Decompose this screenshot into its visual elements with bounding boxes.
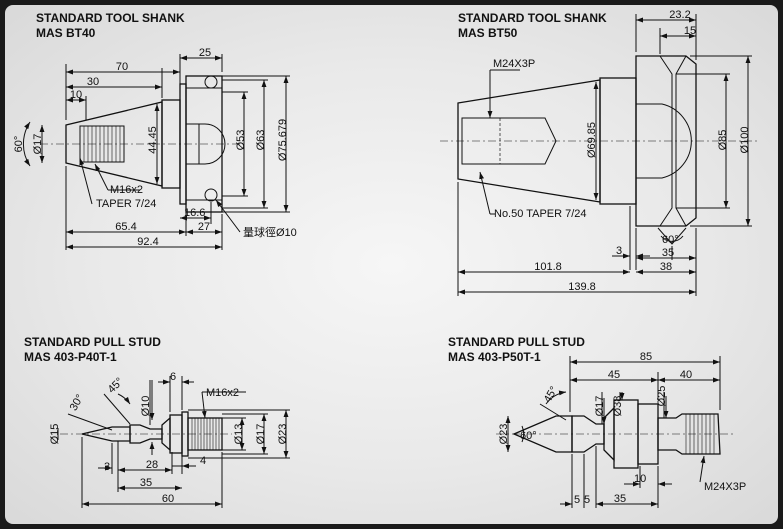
p50-dia-25: Ø25 xyxy=(656,386,668,407)
p50-dim-10: 10 xyxy=(634,473,646,485)
p40-dim-3: 3 xyxy=(104,461,110,473)
bt40-title: STANDARD TOOL SHANK xyxy=(36,11,185,25)
bt40-dim-4445: 44.45 xyxy=(147,126,159,154)
bt40-angle-60: 60° xyxy=(13,136,25,153)
bt50-dim-15: 15 xyxy=(684,25,696,37)
p50-angle-45: 45° xyxy=(542,385,561,405)
p40-dim-28: 28 xyxy=(146,459,158,471)
bt50-dim-3: 3 xyxy=(616,245,622,257)
p50-thread-label: M24X3P xyxy=(704,481,746,493)
bt40-dia-53: Ø53 xyxy=(235,130,247,151)
bt50-dia-85: Ø85 xyxy=(717,130,729,151)
p50-angle-60: 60° xyxy=(520,430,537,442)
p40-dia-15: Ø15 xyxy=(49,424,61,445)
p40-drawing: STANDARD PULL STUD MAS 403-P40T-1 30° 45… xyxy=(24,335,290,508)
p50-drawing: STANDARD PULL STUD MAS 403-P50T-1 85 45 … xyxy=(448,335,746,508)
p40-dim-35: 35 xyxy=(140,477,152,489)
bt50-dim-232: 23.2 xyxy=(669,9,690,21)
bt40-dim-10: 10 xyxy=(70,89,82,101)
bt40-dim-27: 27 xyxy=(198,221,210,233)
bt40-dim-30: 30 xyxy=(87,76,99,88)
bt50-drawing: STANDARD TOOL SHANK MAS BT50 23.2 15 M24… xyxy=(440,9,760,296)
bt50-dim-1018: 101.8 xyxy=(534,261,562,273)
bt40-dim-25: 25 xyxy=(199,47,211,59)
p50-dim-35: 35 xyxy=(614,493,626,505)
p50-dim-40: 40 xyxy=(680,369,692,381)
p40-title: STANDARD PULL STUD xyxy=(24,335,161,349)
bt40-gauge-ball-bottom xyxy=(204,188,218,202)
bt50-dim-1398: 139.8 xyxy=(568,281,596,293)
p40-angle-45: 45° xyxy=(106,376,126,396)
bt40-dim-654: 65.4 xyxy=(115,221,136,233)
bt50-dia-6985: Ø69.85 xyxy=(586,122,598,158)
bt40-ball-label: 量球徑Ø10 xyxy=(243,225,297,239)
bt40-subtitle: MAS BT40 xyxy=(36,26,96,40)
bt40-dia-63: Ø63 xyxy=(255,130,267,151)
p40-angle-30: 30° xyxy=(68,393,87,413)
p50-dim-85: 85 xyxy=(640,351,652,363)
bt50-taper-label: No.50 TAPER 7/24 xyxy=(494,208,587,220)
bt50-subtitle: MAS BT50 xyxy=(458,26,518,40)
bt50-thread-hole xyxy=(461,117,557,165)
bt40-dia-17: Ø17 xyxy=(32,134,44,155)
bt50-dim-38: 38 xyxy=(660,261,672,273)
p50-dim-45: 45 xyxy=(608,369,620,381)
bt40-gauge-ball-top xyxy=(204,75,218,89)
bt40-drawing: STANDARD TOOL SHANK MAS BT40 70 xyxy=(13,11,297,250)
p40-dim-4: 4 xyxy=(200,455,206,467)
p50-dim-5b: 5 xyxy=(584,494,590,506)
bt40-taper-label: TAPER 7/24 xyxy=(96,198,156,210)
p50-thread xyxy=(657,413,721,455)
p40-dim-60: 60 xyxy=(162,493,174,505)
p50-subtitle: MAS 403-P50T-1 xyxy=(448,350,541,364)
bt40-dia-75679: Ø75.679 xyxy=(277,119,289,161)
bt50-thread-label: M24X3P xyxy=(493,58,535,70)
p40-thread-label: M16x2 xyxy=(206,387,239,399)
bt40-pull-end xyxy=(186,123,226,165)
p50-dia-17: Ø17 xyxy=(594,396,606,417)
bt40-thread-label: M16x2 xyxy=(110,184,143,196)
p40-dia-10: Ø10 xyxy=(140,396,152,417)
p40-subtitle: MAS 403-P40T-1 xyxy=(24,350,117,364)
p50-dim-5a: 5 xyxy=(574,494,580,506)
p40-dia-23: Ø23 xyxy=(277,424,289,445)
p40-dia-17: Ø17 xyxy=(255,424,267,445)
bt50-dia-100: Ø100 xyxy=(739,127,751,154)
drawing-sheet xyxy=(5,5,778,524)
p40-tip xyxy=(81,426,131,442)
bt40-dim-70: 70 xyxy=(116,61,128,73)
p50-dia-23: Ø23 xyxy=(498,424,510,445)
bt50-angle-60: 60° xyxy=(662,234,679,246)
p50-dia-38: Ø38 xyxy=(612,396,624,417)
bt40-thread-hole xyxy=(79,125,125,163)
bt40-dim-166: 16.6 xyxy=(184,207,205,219)
bt50-dim-35: 35 xyxy=(662,247,674,259)
bt50-title: STANDARD TOOL SHANK xyxy=(458,11,607,25)
bt40-dim-924: 92.4 xyxy=(137,236,158,248)
p40-dia-13: Ø13 xyxy=(233,424,245,445)
p40-dim-6: 6 xyxy=(170,371,176,383)
p50-title: STANDARD PULL STUD xyxy=(448,335,585,349)
